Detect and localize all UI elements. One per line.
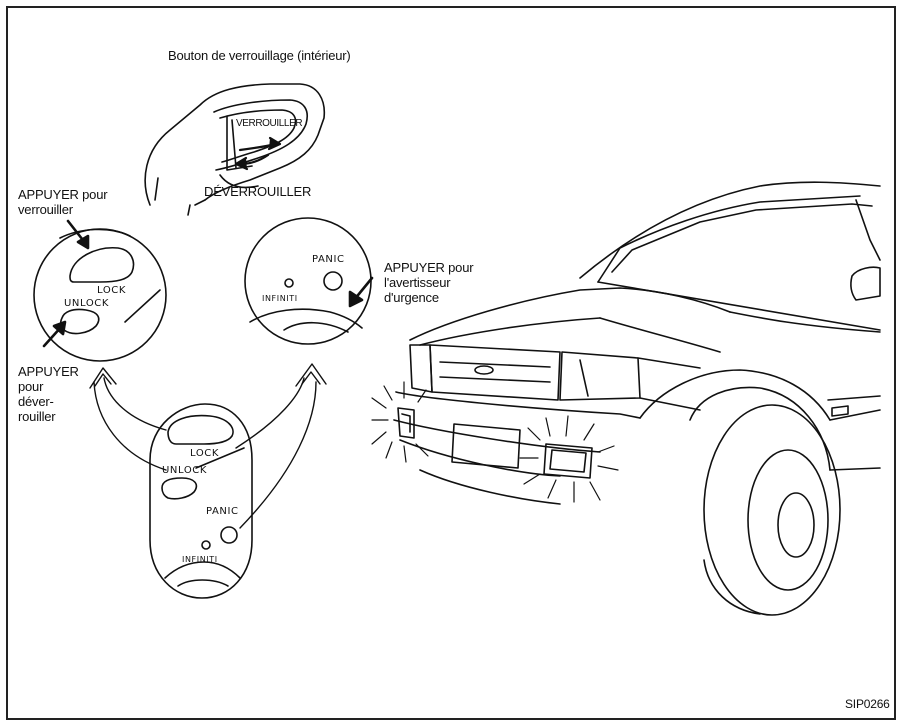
figure-frame: [6, 6, 896, 720]
panic-press-arrow: [348, 276, 374, 308]
unlock-press-arrow: [42, 320, 67, 348]
fob-brand-label: INFINITI: [182, 555, 218, 564]
lock-position-label: VERROUILLER: [236, 118, 303, 129]
detail-unlock-label: UNLOCK: [64, 298, 110, 309]
fob-to-lock-arrows: [89, 367, 167, 471]
detail-brand-label: INFINITI: [262, 294, 298, 303]
key-fob: [149, 403, 253, 599]
left-fog-lamp-flash: [371, 381, 429, 463]
fob-unlock-label: UNLOCK: [162, 465, 208, 476]
interior-lock-button-label: Bouton de verrouillage (intérieur): [168, 48, 351, 63]
panic-detail: [244, 217, 372, 345]
vehicle: [393, 181, 881, 616]
lock-press-arrow: [66, 219, 90, 250]
detail-panic-label: PANIC: [312, 254, 345, 265]
fob-lock-label: LOCK: [190, 448, 220, 459]
press-to-lock-label: APPUYER pour verrouiller: [18, 187, 108, 217]
press-for-alarm-label: APPUYER pour l'avertisseur d'urgence: [384, 260, 474, 305]
detail-lock-label: LOCK: [97, 285, 127, 296]
figure-code: SIP0266: [845, 697, 890, 711]
fob-to-panic-arrows: [235, 363, 327, 529]
right-fog-lamp-flash: [519, 415, 619, 503]
unlock-position-label: DÉVERROUILLER: [204, 184, 312, 199]
press-to-unlock-label: APPUYER pour déver- rouiller: [18, 364, 79, 424]
fob-panic-label: PANIC: [206, 506, 239, 517]
lock-arrows: [234, 136, 282, 171]
